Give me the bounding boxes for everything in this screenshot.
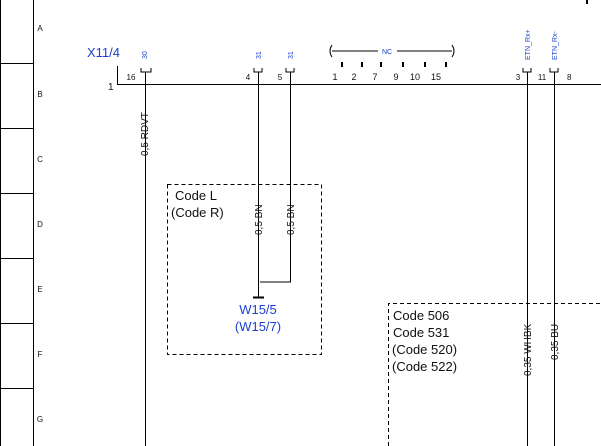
nc-pin-2: 2: [351, 72, 356, 82]
connector-name: X11/4: [87, 45, 120, 60]
pin-number-3: 3: [516, 73, 521, 82]
pin-signal-31a: 31: [256, 51, 263, 59]
row-marker-a: A: [37, 24, 43, 33]
code-box-left-line-1: Code L: [175, 188, 217, 203]
wire-5: [260, 72, 291, 283]
nc-pin-7: 7: [372, 72, 377, 82]
pin-signal-30: 30: [142, 51, 149, 59]
nc-pin-9: 9: [393, 72, 398, 82]
code-box-left-line-2: (Code R): [171, 205, 224, 220]
code-box-right-line-3: (Code 520): [392, 342, 457, 357]
row-marker-b: B: [37, 90, 42, 99]
row-marker-column: [0, 0, 34, 446]
pin-mark-4: [253, 68, 263, 73]
pin-number-5: 5: [278, 73, 283, 82]
code-box-left: [167, 184, 322, 355]
row-marker-d: D: [37, 220, 43, 229]
wire-16-label: 0,5 RDVT: [140, 112, 151, 156]
row-marker-g: G: [37, 415, 43, 424]
pin-number-16: 16: [127, 73, 136, 82]
pin-mark-11: [549, 68, 559, 73]
nc-bracket: [329, 44, 455, 58]
splice-label: W15/5: [239, 302, 277, 317]
pin-mark-5: [285, 68, 295, 73]
pin-number-11: 11: [538, 73, 547, 82]
nc-pin-1: 1: [332, 72, 337, 82]
pin-number-8: 8: [567, 73, 572, 82]
row-marker-f: F: [38, 350, 43, 359]
wire-3-label: 0,35 WHBK: [523, 323, 534, 376]
pin-mark-3: [522, 68, 532, 73]
nc-pin-10: 10: [410, 72, 420, 82]
wire-11-label: 0,35 BU: [550, 324, 561, 360]
pin-signal-etn-rx-minus: ETN_Rx-: [552, 31, 559, 60]
nc-pin-ticks: [341, 62, 447, 67]
code-box-right-line-2: Code 531: [393, 325, 449, 340]
row-marker-e: E: [37, 285, 42, 294]
pin-signal-etn-rx-plus: ETN_Rx+: [525, 29, 532, 60]
nc-pin-15: 15: [431, 72, 441, 82]
wire-5-label: 0,5 BN: [286, 204, 297, 235]
pin-mark-16: [140, 68, 152, 73]
splice-label-alt: (W15/7): [235, 319, 281, 334]
pin-signal-31b: 31: [288, 51, 295, 59]
code-box-right-line-1: Code 506: [393, 308, 449, 323]
code-box-right-line-4: (Code 522): [392, 359, 457, 374]
ground-node-label: 1: [108, 82, 114, 93]
code-box-right: [388, 303, 601, 446]
row-marker-c: C: [37, 155, 43, 164]
nc-label: NC: [382, 49, 392, 56]
pin-number-4: 4: [246, 73, 251, 82]
wire-4-label: 0,5 BN: [254, 204, 265, 235]
